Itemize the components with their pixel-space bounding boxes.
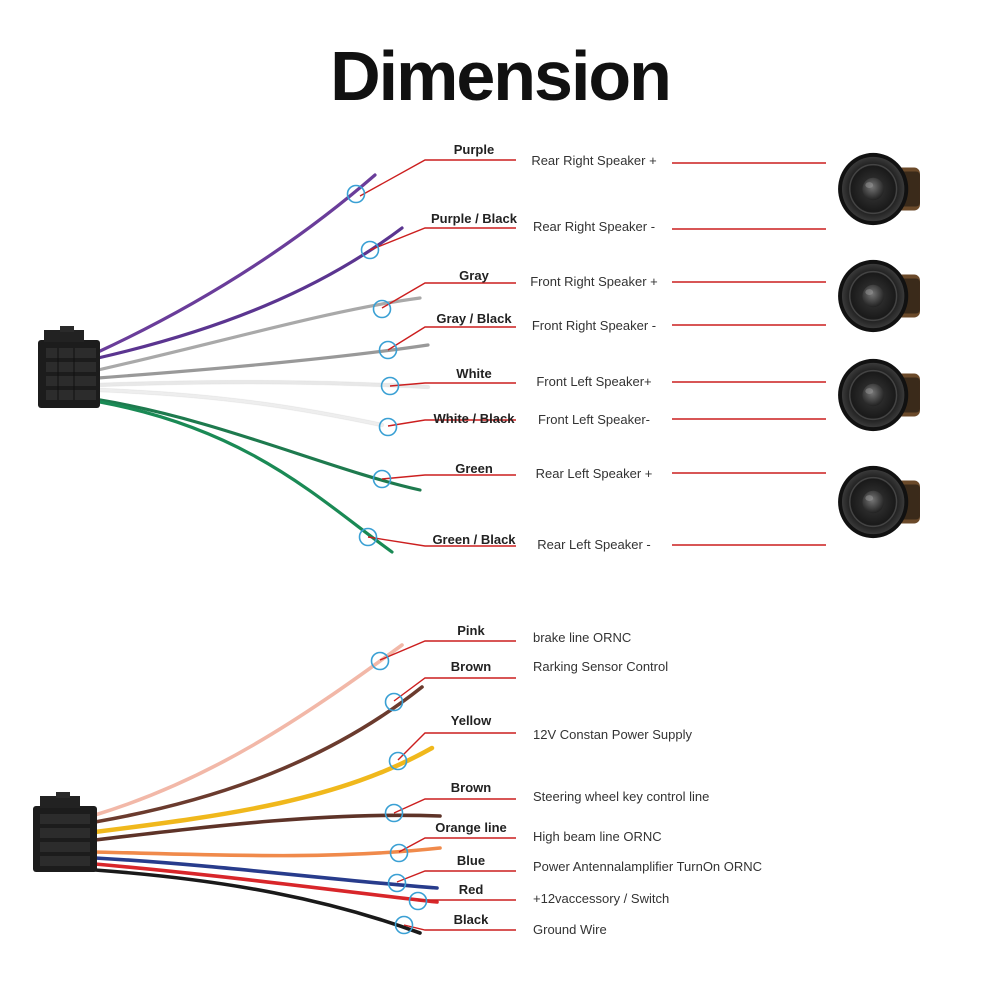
wire-color-label: Pink xyxy=(457,623,485,638)
wire-color-label: Purple / Black xyxy=(431,211,518,226)
wire-color-label: Purple xyxy=(454,142,494,157)
wire-marker xyxy=(387,873,407,893)
wire-blue xyxy=(93,856,439,890)
wire-color-label: Brown xyxy=(451,659,492,674)
wire-function-label: Rear Right Speaker - xyxy=(533,219,655,234)
wire-color-label: Gray / Black xyxy=(436,311,512,326)
wire-black xyxy=(93,868,422,935)
wire-color-label: Blue xyxy=(457,853,485,868)
wire-function-label: Rear Left Speaker + xyxy=(536,466,653,481)
wire-brown-2 xyxy=(93,813,442,842)
wire-function-label: Steering wheel key control line xyxy=(533,789,709,804)
wire-marker xyxy=(389,843,409,863)
wire-function-label: Rarking Sensor Control xyxy=(533,659,668,674)
wire-markers-bottom xyxy=(370,651,428,935)
wire-function-label: Ground Wire xyxy=(533,922,607,937)
wire-markers-top xyxy=(346,184,400,547)
speaker-icon xyxy=(837,152,921,226)
wire-function-label: Rear Left Speaker - xyxy=(537,537,650,552)
wire-function-label: Front Right Speaker - xyxy=(532,318,656,333)
page-title: Dimension xyxy=(330,37,672,115)
wire-white xyxy=(96,380,430,389)
wire-green xyxy=(98,398,422,492)
wire-function-label: Front Right Speaker + xyxy=(530,274,658,289)
power-harness: Pink Brown Yellow Brown Orange line Blue… xyxy=(33,623,762,937)
wire-function-label: High beam line ORNC xyxy=(533,829,662,844)
wire-red xyxy=(93,862,439,904)
speaker-connector xyxy=(38,326,100,408)
wire-color-label: Green / Black xyxy=(432,532,516,547)
wire-function-label: Rear Right Speaker + xyxy=(531,153,656,168)
wire-yellow xyxy=(92,745,435,835)
wire-color-label: Gray xyxy=(459,268,489,283)
wire-marker xyxy=(360,240,380,260)
wire-color-label: Black xyxy=(454,912,489,927)
wire-function-label: Power Antennalamplifier TurnOn ORNC xyxy=(533,859,762,874)
wire-color-label: White / Black xyxy=(434,411,516,426)
wire-marker xyxy=(358,527,378,547)
speaker-icon xyxy=(837,465,921,539)
wire-function-label: brake line ORNC xyxy=(533,630,631,645)
wire-pink xyxy=(93,643,404,817)
wire-marker xyxy=(372,299,392,319)
wire-color-label: Yellow xyxy=(451,713,492,728)
wire-marker xyxy=(388,751,408,771)
wire-marker xyxy=(378,340,398,360)
wire-color-label: Orange line xyxy=(435,820,507,835)
wire-function-label: Front Left Speaker- xyxy=(538,412,650,427)
wire-gray-black xyxy=(96,343,430,380)
wire-orange xyxy=(93,846,442,858)
wire-gray xyxy=(96,296,422,372)
wire-marker xyxy=(346,184,366,204)
wire-marker xyxy=(380,376,400,396)
speaker-icon xyxy=(837,259,921,333)
wire-marker xyxy=(384,692,404,712)
wire-color-label: Green xyxy=(455,461,493,476)
wire-function-label: Front Left Speaker+ xyxy=(536,374,651,389)
wire-color-label: White xyxy=(456,366,491,381)
wire-green-black xyxy=(98,400,394,554)
wire-marker xyxy=(378,417,398,437)
wire-marker xyxy=(394,915,414,935)
wire-color-label: Red xyxy=(459,882,484,897)
wire-purple-black xyxy=(96,226,404,360)
wire-function-label: 12V Constan Power Supply xyxy=(533,727,692,742)
wire-color-label: Brown xyxy=(451,780,492,795)
speaker-harness: Purple Purple / Black Gray Gray / Black … xyxy=(38,142,921,554)
wire-white-black xyxy=(96,388,384,427)
speaker-icon xyxy=(837,358,921,432)
wire-brown xyxy=(93,685,424,824)
wire-purple xyxy=(96,173,377,354)
leader-lines-top xyxy=(359,159,826,547)
wire-marker xyxy=(370,651,390,671)
wire-function-label: +12vaccessory / Switch xyxy=(533,891,669,906)
wire-marker xyxy=(408,891,428,911)
leader-lines-bottom xyxy=(379,640,516,931)
power-connector xyxy=(33,792,97,872)
wire-marker xyxy=(372,469,392,489)
wire-marker xyxy=(384,803,404,823)
